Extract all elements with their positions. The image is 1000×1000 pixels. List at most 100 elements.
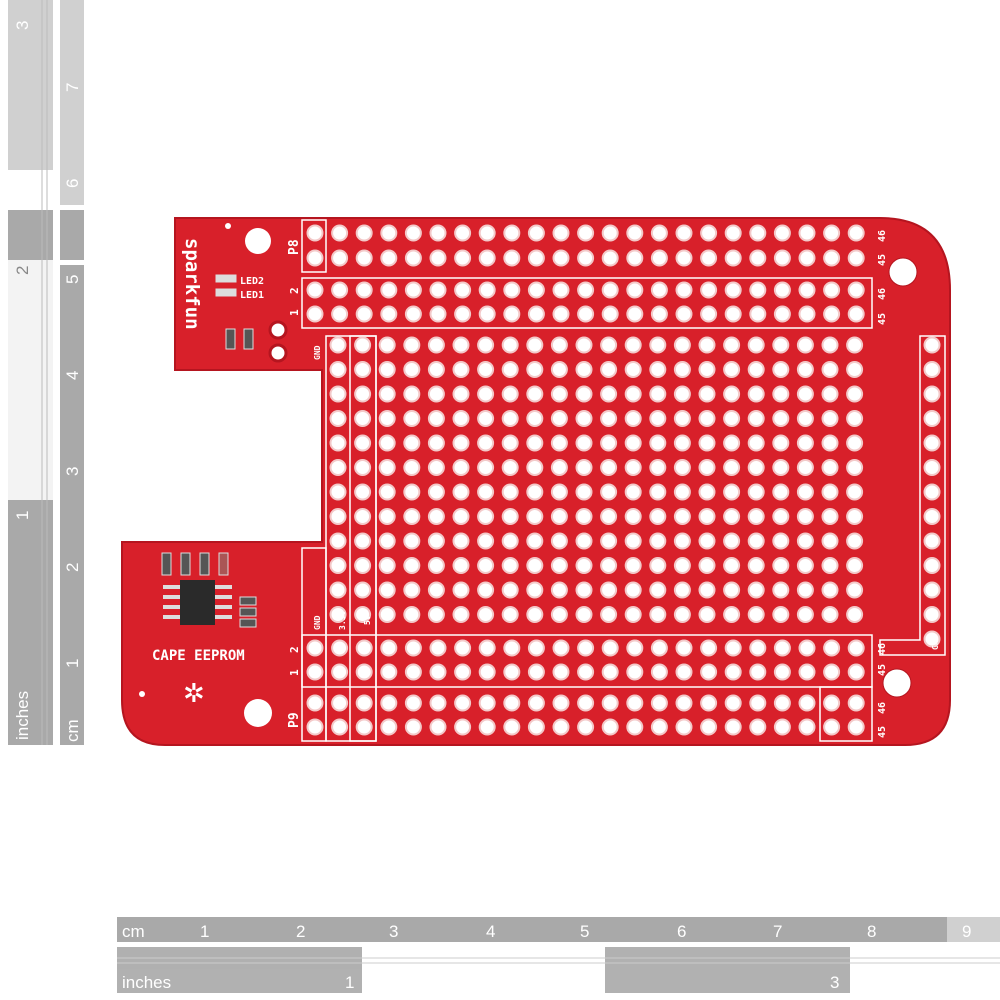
plated-hole: [452, 532, 470, 550]
open-hardware-gear-icon: ✲: [183, 678, 205, 708]
plated-hole: [847, 305, 865, 323]
plated-hole: [378, 508, 396, 525]
plated-hole: [454, 249, 472, 267]
plated-hole: [427, 336, 445, 354]
plated-hole: [354, 361, 372, 378]
plated-hole: [380, 663, 398, 681]
plated-hole: [501, 434, 519, 452]
plated-hole: [772, 361, 790, 378]
plated-hole: [577, 249, 595, 267]
plated-hole: [626, 694, 644, 712]
plated-hole: [452, 557, 470, 574]
plated-hole: [673, 606, 691, 623]
plated-hole: [329, 336, 347, 354]
plated-hole: [378, 410, 396, 427]
plated-hole: [427, 557, 445, 574]
plated-hole: [306, 224, 324, 242]
plated-hole: [552, 249, 570, 267]
plated-hole: [503, 305, 521, 323]
left-cm-tick-4: 4: [63, 371, 82, 380]
plated-hole: [773, 281, 791, 299]
plated-hole: [577, 639, 595, 657]
plated-hole: [403, 557, 421, 574]
plated-hole: [773, 305, 791, 323]
label-pin-45: 45: [877, 313, 888, 325]
plated-hole: [923, 532, 941, 550]
bottom-cm-tick-2: 2: [296, 922, 305, 941]
plated-hole: [403, 532, 421, 550]
plated-hole: [306, 305, 324, 323]
plated-hole: [700, 663, 718, 681]
bottom-inch-tick-1: 1: [345, 973, 354, 992]
plated-hole: [723, 410, 741, 427]
plated-hole: [427, 606, 445, 623]
plated-hole: [773, 694, 791, 712]
plated-hole: [501, 336, 519, 354]
plated-hole: [429, 694, 447, 712]
plated-hole: [527, 224, 545, 242]
plated-hole: [600, 410, 618, 427]
plated-hole: [772, 606, 790, 623]
plated-hole: [501, 459, 519, 476]
bottom-inch-label: inches: [122, 973, 171, 992]
plated-hole: [329, 385, 347, 403]
plated-hole: [723, 532, 741, 550]
plated-hole: [724, 663, 742, 681]
plated-hole: [846, 434, 864, 452]
plated-hole: [306, 663, 324, 681]
plated-hole: [380, 718, 398, 736]
plated-hole: [354, 606, 372, 623]
label-cape-eeprom: CAPE EEPROM: [152, 648, 245, 664]
mounting-hole: [244, 699, 272, 727]
plated-hole: [650, 663, 668, 681]
plated-hole: [526, 361, 544, 378]
plated-hole: [823, 224, 841, 242]
label-led1: LED1: [240, 290, 264, 301]
plated-hole: [478, 639, 496, 657]
plated-hole: [675, 224, 693, 242]
plated-hole: [429, 639, 447, 657]
plated-hole: [550, 459, 568, 476]
plated-hole: [624, 606, 642, 623]
plated-hole: [527, 694, 545, 712]
plated-hole: [649, 483, 667, 501]
plated-hole: [403, 508, 421, 525]
plated-hole: [724, 305, 742, 323]
plated-hole: [723, 434, 741, 452]
plated-hole: [698, 532, 716, 550]
plated-hole: [847, 718, 865, 736]
plated-hole: [698, 483, 716, 501]
plated-hole: [477, 606, 495, 623]
plated-hole: [403, 410, 421, 427]
plated-hole: [454, 305, 472, 323]
plated-hole: [575, 434, 593, 452]
plated-hole: [796, 532, 814, 550]
bottom-cm-tick-8: 8: [867, 922, 876, 941]
plated-hole: [624, 410, 642, 427]
plated-hole: [773, 718, 791, 736]
plated-hole: [429, 224, 447, 242]
plated-hole: [698, 361, 716, 378]
plated-hole: [577, 281, 595, 299]
plated-hole: [798, 281, 816, 299]
plated-hole: [749, 718, 767, 736]
plated-hole: [354, 508, 372, 525]
plated-hole: [478, 224, 496, 242]
plated-hole: [501, 606, 519, 623]
plated-hole: [846, 557, 864, 574]
plated-hole: [427, 532, 445, 550]
plated-hole: [821, 606, 839, 623]
plated-hole: [306, 639, 324, 657]
plated-hole: [378, 532, 396, 550]
plated-hole: [575, 532, 593, 550]
plated-hole: [724, 281, 742, 299]
label-pin-45-top: 45: [877, 254, 888, 266]
plated-hole: [329, 508, 347, 525]
plated-hole: [550, 606, 568, 623]
plated-hole: [452, 508, 470, 525]
plated-hole: [698, 459, 716, 476]
plated-hole: [378, 581, 396, 599]
plated-hole: [673, 557, 691, 574]
plated-hole: [649, 410, 667, 427]
plated-hole: [355, 281, 373, 299]
